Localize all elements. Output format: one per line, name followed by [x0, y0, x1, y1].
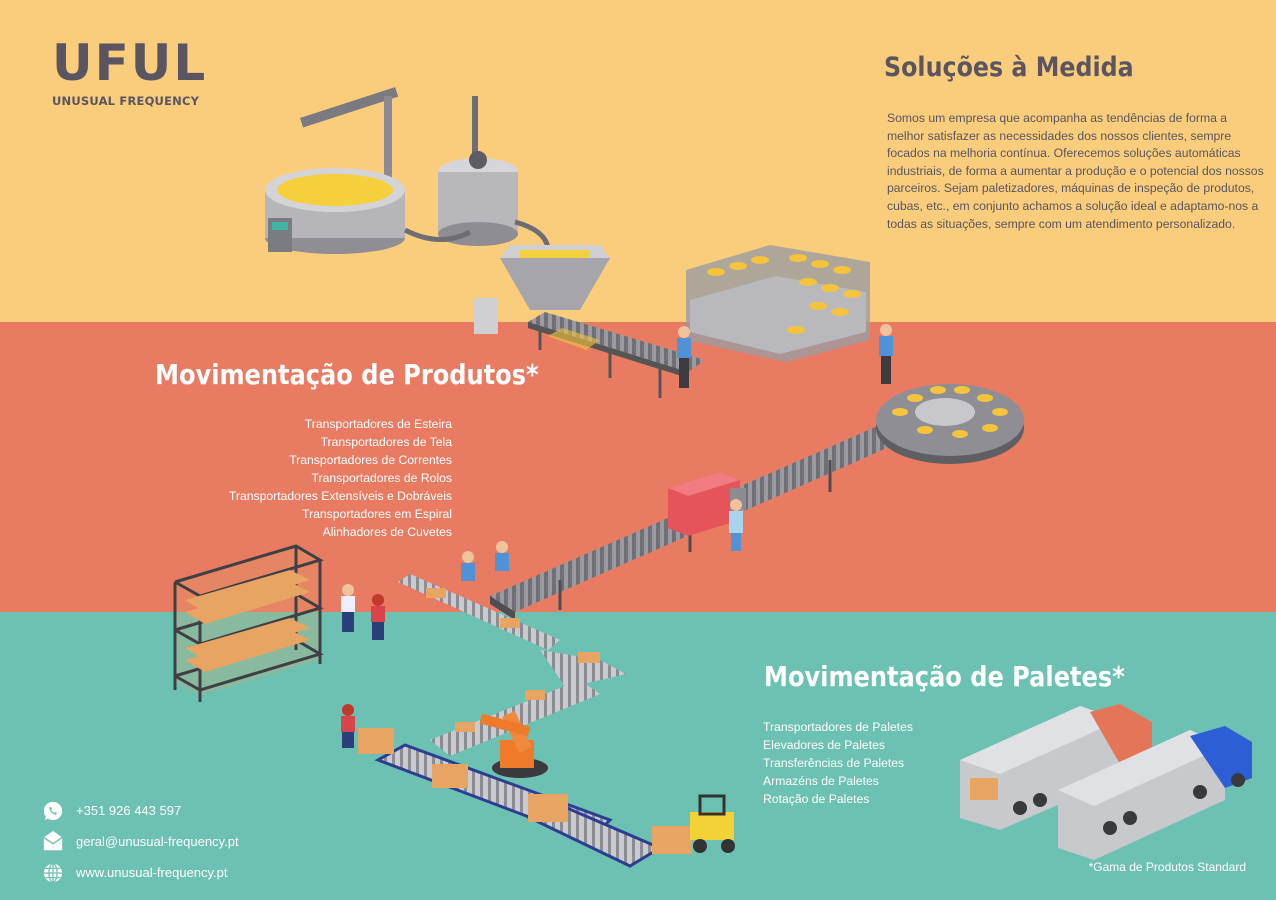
logo-mark: UFUL [52, 34, 208, 92]
contact-email[interactable]: geral@unusual-frequency.pt [42, 826, 239, 857]
list-item: Transferências de Paletes [763, 756, 905, 770]
contact-phone[interactable]: +351 926 443 597 [42, 795, 239, 826]
globe-icon [43, 862, 63, 883]
solutions-description: Somos um empresa que acompanha as tendên… [887, 111, 1264, 231]
phone-number: +351 926 443 597 [76, 803, 182, 818]
list-item: Transportadores de Rolos [311, 471, 452, 485]
products-title: Movimentação de Produtos* [155, 358, 539, 391]
brand-logo: UFUL UNUSUAL FREQUENCY [52, 38, 207, 108]
products-list: Transportadores de Esteira Transportador… [229, 415, 452, 541]
list-item: Rotação de Paletes [763, 792, 870, 806]
website-url: www.unusual-frequency.pt [76, 865, 228, 880]
list-item: Elevadores de Paletes [763, 738, 885, 752]
list-item: Transportadores de Esteira [304, 417, 452, 431]
pallet-rack [173, 544, 324, 702]
list-item: Transportadores de Tela [320, 435, 452, 449]
workers [341, 324, 893, 748]
cheese-vat [265, 87, 405, 254]
pallet-conveyor [358, 728, 692, 868]
list-item: Transportadores Extensíveis e Dobráveis [228, 489, 452, 503]
list-item: Transportadores de Correntes [289, 453, 452, 467]
rotary-table [876, 384, 1024, 464]
hopper [474, 245, 610, 334]
mail-icon [43, 830, 63, 850]
whatsapp-icon [43, 801, 63, 820]
cheese-racks [686, 245, 870, 362]
list-item: Alinhadores de Cuvetes [322, 525, 452, 539]
contact-website[interactable]: www.unusual-frequency.pt [42, 857, 239, 888]
forklift [690, 794, 735, 853]
inspection-machine [668, 472, 746, 536]
footnote: *Gama de Produtos Standard [1088, 860, 1246, 874]
contact-list: +351 926 443 597 geral@unusual-frequency… [42, 795, 239, 888]
list-item: Transportadores em Espiral [302, 507, 452, 521]
email-address: geral@unusual-frequency.pt [76, 834, 239, 849]
storage-tank [403, 96, 551, 249]
pallets-list: Transportadores de Paletes Elevadores de… [763, 718, 913, 808]
solutions-title: Soluções à Medida [884, 52, 1134, 83]
top-band [0, 0, 1276, 322]
list-item: Armazéns de Paletes [763, 774, 879, 788]
pallets-title: Movimentação de Paletes* [764, 660, 1125, 693]
middle-band [0, 322, 1276, 612]
trucks [960, 704, 1252, 860]
list-item: Transportadores de Paletes [763, 720, 913, 734]
logo-tagline: UNUSUAL FREQUENCY [52, 94, 200, 108]
robot-arm [479, 710, 548, 778]
